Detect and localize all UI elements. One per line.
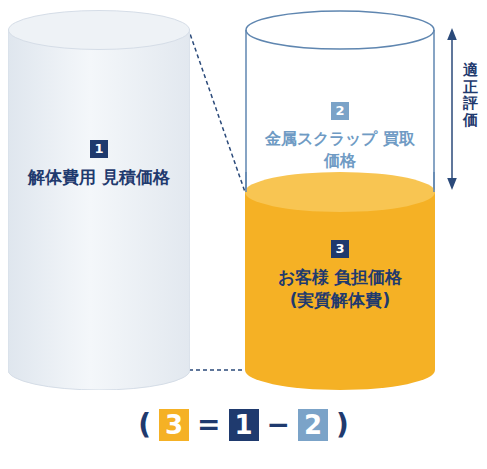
double-arrow <box>451 34 453 184</box>
node-label: 金属スクラップ 買取価格 <box>263 128 417 171</box>
cylinder-side <box>245 30 247 190</box>
formula-symbol: − <box>267 408 290 441</box>
range-label: 適正評価 <box>463 62 478 128</box>
callout-number: 3 <box>331 240 349 258</box>
node-label: 解体費用 見積価格 <box>28 166 170 189</box>
cylinder-node: 3 お客様 負担価格 (実質解体費) <box>245 172 435 390</box>
callout-number: 1 <box>90 140 108 158</box>
cylinder-body <box>8 30 190 390</box>
cylinder-node: 1 解体費用 見積価格 <box>8 10 190 390</box>
cylinder-node: 2 金属スクラップ 買取価格 <box>245 10 435 190</box>
formula-symbol: = <box>197 408 220 441</box>
cylinder-side <box>433 172 435 192</box>
text-group: 2 金属スクラップ 買取価格 <box>245 102 435 171</box>
formula-number: 3 <box>159 409 189 441</box>
text-group: 3 お客様 負担価格 (実質解体費) <box>245 240 435 312</box>
cylinder-rim <box>246 11 434 49</box>
formula-symbol: ) <box>336 408 349 441</box>
formula-number: 1 <box>229 409 259 441</box>
cylinder-shape <box>8 10 190 390</box>
node-label: お客様 負担価格 (実質解体費) <box>263 266 417 312</box>
dashed-connector <box>189 369 245 371</box>
formula-symbol: ( <box>138 408 151 441</box>
cylinder-side <box>433 30 435 190</box>
formula-row: (3= 1−2) <box>0 408 487 441</box>
text-group: 1 解体費用 見積価格 <box>8 140 190 189</box>
callout-number: 2 <box>331 102 349 120</box>
liquid-surface <box>245 172 435 212</box>
cylinder-top <box>9 11 190 50</box>
formula-number: 2 <box>298 409 328 441</box>
liquid-body <box>245 192 435 390</box>
dashed-connector <box>188 28 245 192</box>
cylinder-side <box>245 172 247 192</box>
